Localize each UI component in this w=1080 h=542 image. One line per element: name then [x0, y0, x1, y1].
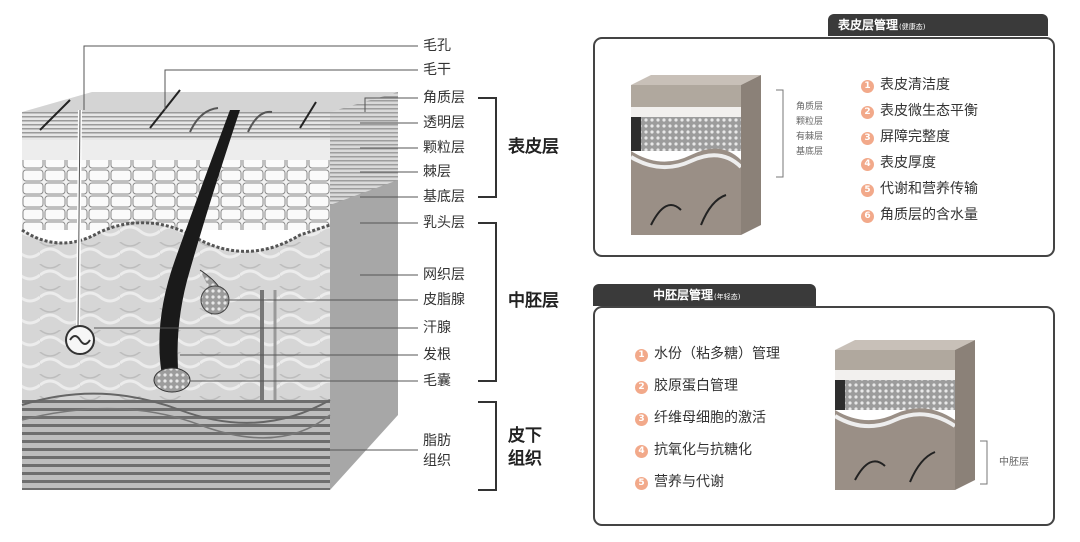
number-badge-icon: 5 — [635, 477, 648, 490]
label-sebaceous-gland: 皮脂腺 — [423, 292, 465, 308]
label-hair-follicle: 毛囊 — [423, 373, 451, 389]
number-badge-icon: 3 — [861, 132, 874, 145]
number-badge-icon: 2 — [635, 381, 648, 394]
group-subcutaneous-line1: 皮下 — [508, 426, 542, 446]
hair-shaft-shape — [159, 110, 240, 390]
label-sweat-gland: 汗腺 — [423, 320, 451, 336]
dermis-layer-label: 中胚层 — [999, 457, 1029, 468]
label-stratum-granulosum: 颗粒层 — [423, 140, 465, 156]
number-badge-icon: 1 — [861, 80, 874, 93]
label-stratum-corneum: 角质层 — [423, 90, 465, 106]
label-papillary-layer: 乳头层 — [423, 215, 465, 231]
label-fat-line1: 脂肪 — [423, 433, 451, 449]
dermis-panel-tab: 中胚层管理(年轻态) — [593, 284, 816, 306]
number-badge-icon: 6 — [861, 210, 874, 223]
number-badge-icon: 4 — [861, 158, 874, 171]
epidermis-panel-tab: 表皮层管理(健康态) — [828, 14, 1048, 36]
dermis-layer-bracket — [980, 440, 988, 485]
dermis-panel-subtitle: (年轻态) — [714, 293, 741, 301]
epidermis-panel-title: 表皮层管理 — [838, 18, 899, 32]
stratum-corneum-area — [22, 112, 330, 140]
label-fat-line2: 组织 — [423, 453, 451, 469]
group-brackets — [478, 97, 497, 491]
epidermis-layer-label-2: 颗粒层 — [796, 117, 824, 127]
label-stratum-spinosum: 棘层 — [423, 164, 451, 180]
label-hair-root: 发根 — [423, 347, 451, 363]
label-reticular-layer: 网织层 — [423, 267, 465, 283]
epidermis-cells — [22, 160, 330, 230]
epidermis-layer-bracket — [776, 89, 784, 178]
label-stratum-basale: 基底层 — [423, 189, 465, 205]
group-dermis: 中胚层 — [508, 291, 559, 311]
epidermis-layer-label-4: 基底层 — [796, 147, 824, 157]
label-hair-shaft: 毛干 — [423, 62, 451, 78]
epidermis-panel-subtitle: (健康态) — [899, 23, 926, 31]
epidermis-layer-label-1: 角质层 — [796, 102, 824, 112]
label-stratum-lucidum: 透明层 — [423, 115, 465, 131]
skin-cross-section-diagram — [21, 45, 497, 491]
label-pore: 毛孔 — [423, 38, 451, 54]
group-subcutaneous-line2: 组织 — [508, 449, 542, 469]
number-badge-icon: 5 — [861, 184, 874, 197]
dermis-skin-block-icon — [835, 340, 975, 490]
group-epidermis: 表皮层 — [508, 137, 559, 157]
number-badge-icon: 2 — [861, 106, 874, 119]
fat-tissue-area — [22, 400, 330, 490]
epidermis-layer-label-3: 有棘层 — [796, 132, 824, 142]
number-badge-icon: 3 — [635, 413, 648, 426]
number-badge-icon: 4 — [635, 445, 648, 458]
skin-top-face — [22, 92, 398, 112]
epidermis-skin-block-icon — [631, 75, 761, 235]
number-badge-icon: 1 — [635, 349, 648, 362]
leader-lines — [83, 45, 418, 451]
dermis-panel-title: 中胚层管理 — [653, 288, 714, 302]
